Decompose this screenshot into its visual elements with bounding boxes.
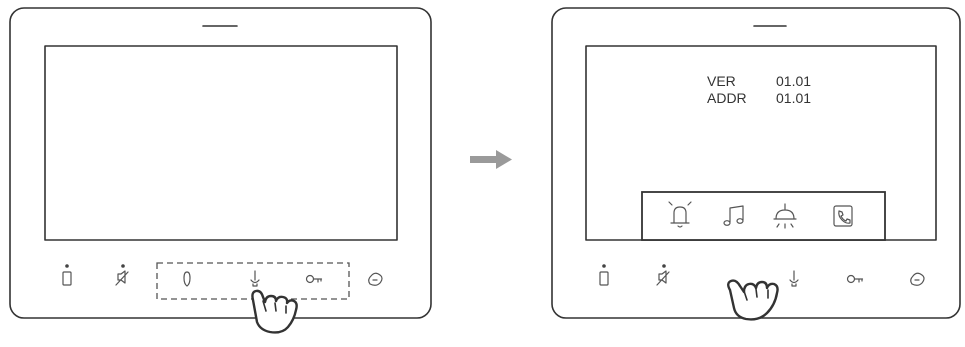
menu-button[interactable] — [369, 273, 382, 285]
monitor-after: VER 01.01 ADDR 01.01 — [552, 8, 960, 319]
menu-bar — [642, 192, 885, 240]
arrow-right-icon — [470, 150, 512, 169]
menu-button-2[interactable] — [911, 273, 924, 285]
power-button-2[interactable] — [600, 264, 608, 285]
hand-pointer-icon-2 — [728, 281, 777, 320]
monitor-housing-2 — [552, 8, 960, 318]
addr-value: 01.01 — [776, 90, 811, 106]
monitor-button[interactable] — [251, 271, 259, 286]
screen — [45, 46, 397, 240]
unlock-button-2[interactable] — [848, 276, 863, 283]
monitor-housing — [10, 8, 431, 318]
addr-label: ADDR — [707, 90, 747, 106]
hand-pointer-icon — [252, 291, 296, 333]
power-button[interactable] — [63, 264, 71, 285]
monitor-button-2[interactable] — [790, 271, 798, 286]
talk-button[interactable] — [184, 272, 190, 286]
mute-button-2[interactable] — [657, 264, 669, 285]
unlock-button[interactable] — [307, 276, 322, 283]
mute-button[interactable] — [116, 264, 128, 285]
monitor-before — [10, 8, 431, 332]
ver-label: VER — [707, 73, 736, 89]
ver-value: 01.01 — [776, 73, 811, 89]
